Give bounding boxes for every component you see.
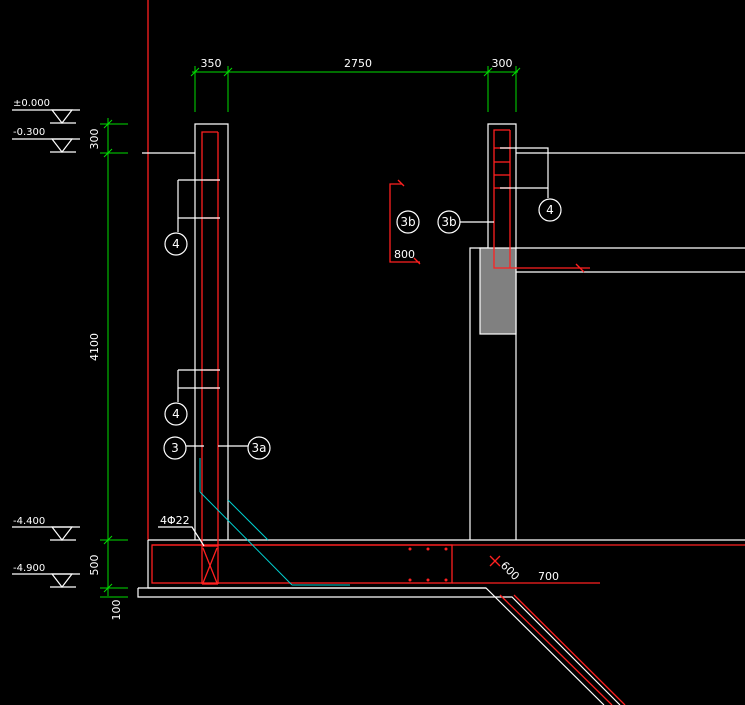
rebar-800-shape [389, 179, 421, 265]
level-marker-4900 [12, 573, 80, 588]
dim-side-100: 100 [110, 600, 123, 621]
callout-text-4-mid: 4 [172, 407, 180, 421]
dim-side-300: 300 [88, 129, 101, 150]
rebar-left-wall [201, 131, 220, 585]
gray-block-outline [479, 247, 517, 335]
dim-slab-700: 700 [538, 570, 559, 583]
leader-bar-4-right [500, 147, 549, 198]
leader-4phi22 [158, 526, 205, 547]
dim-bar-800: 800 [394, 248, 415, 261]
haunch-rebar-cyan [199, 458, 350, 586]
dim-side-4100: 4100 [88, 333, 101, 361]
callout-text-3: 3 [171, 441, 179, 455]
dim-top-left: 350 [201, 57, 222, 70]
callout-circle-4-mid [164, 402, 188, 426]
rebar-base-slab [151, 544, 745, 705]
dim-side-500: 500 [88, 555, 101, 576]
callout-circle-4-right [538, 198, 562, 222]
level-text-0300: -0.300 [13, 127, 45, 138]
level-marker-0300 [12, 138, 80, 153]
callout-circle-3b-center [396, 210, 420, 234]
level-marker-0000 [12, 109, 80, 124]
callout-text-3b-right: 3b [441, 215, 456, 229]
level-marker-4400 [12, 526, 80, 541]
dim-top-mid: 2750 [344, 57, 372, 70]
callout-text-4-right: 4 [546, 203, 554, 217]
top-dimension-chain [190, 66, 521, 112]
callout-text-3a: 3a [252, 441, 267, 455]
concrete-outline [137, 123, 745, 705]
callout-text-4-top: 4 [172, 237, 180, 251]
dim-top-right: 300 [492, 57, 513, 70]
level-text-4900: -4.900 [13, 563, 45, 574]
side-dimension-chain [100, 118, 128, 598]
callout-circle-4-top [164, 232, 188, 256]
callout-circle-3a [247, 436, 271, 460]
dim-slab-600: 600 [498, 559, 522, 583]
callout-text-3b-center: 3b [400, 215, 415, 229]
label-4phi22: 4Φ22 [160, 514, 190, 527]
level-text-4400: -4.400 [13, 516, 45, 527]
callout-circle-3 [163, 436, 187, 460]
level-text-0000: ±0.000 [13, 98, 50, 109]
leader-bar-4-mid [177, 369, 220, 402]
leader-bar-4-top [177, 179, 220, 232]
callout-circle-3b-right [437, 210, 461, 234]
